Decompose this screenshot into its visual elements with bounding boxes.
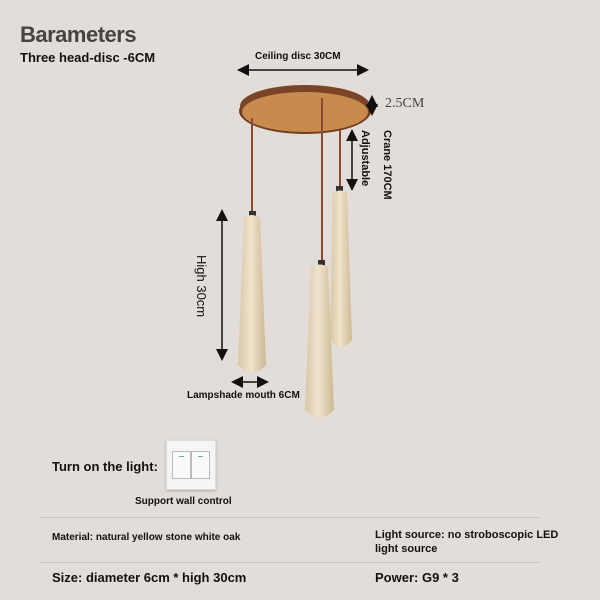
divider [40,517,540,518]
adjustable-label: Adjustable [359,130,371,187]
pendant-shades [238,186,352,418]
light-source-spec: Light source: no stroboscopic LED light … [375,529,559,555]
wall-switch-icon [166,440,216,490]
disc-height-label: 2.5CM [385,96,425,111]
crane-label: Crane 170CM [381,130,393,200]
material-spec: Material: natural yellow stone white oak [52,532,241,543]
ceiling-disc [239,85,371,134]
page-title: Barameters [20,22,137,47]
high-label: High 30cm [194,255,209,318]
cords [251,98,341,262]
turn-on-label: Turn on the light: [52,459,158,474]
subtitle: Three head-disc -6CM [20,50,156,65]
ceiling-disc-label: Ceiling disc 30CM [255,51,341,62]
dimension-arrows [216,64,378,388]
size-spec: Size: diameter 6cm * high 30cm [52,570,247,585]
divider [40,562,540,563]
wall-control-caption: Support wall control [135,496,232,507]
lampshade-mouth-label: Lampshade mouth 6CM [187,390,300,401]
power-spec: Power: G9 * 3 [375,570,459,585]
